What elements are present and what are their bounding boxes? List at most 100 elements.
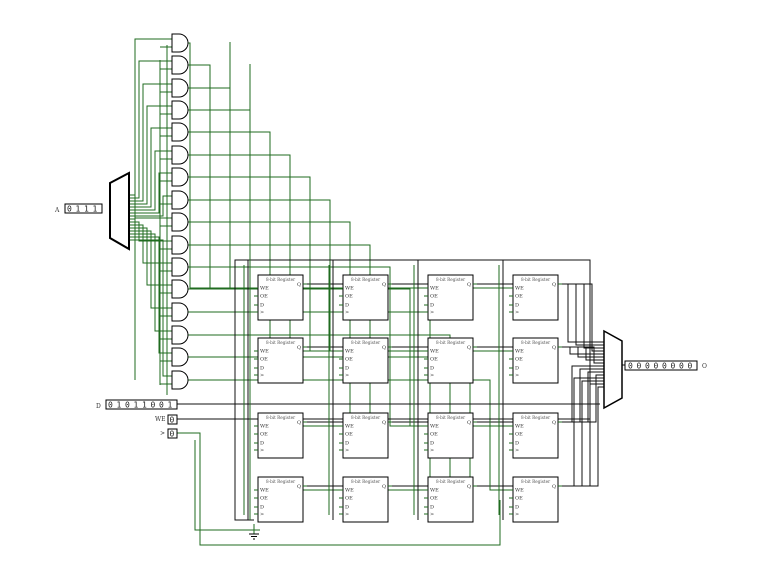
bit-value: 0: [637, 362, 642, 371]
bit-value: 0: [125, 401, 130, 410]
register-title: 8-bit Register: [351, 415, 380, 420]
wire: [562, 386, 604, 487]
register-pin-label: D: [345, 303, 349, 309]
and-gate-icon[interactable]: [171, 212, 189, 232]
and-gate-body: [171, 235, 189, 255]
bit-value: 1: [84, 205, 89, 214]
register-output-label: Q: [297, 345, 301, 351]
register-body: [342, 274, 389, 321]
register-pin-label: WE: [260, 286, 269, 292]
bit-value: 1: [76, 205, 81, 214]
register-pin-label: D: [345, 366, 349, 372]
and-gate-body: [171, 370, 189, 390]
wire: [392, 283, 604, 346]
bit-value: 0: [662, 362, 667, 371]
register-pin-label: >: [515, 373, 519, 379]
register-body: [342, 337, 389, 384]
and-gate-body: [171, 100, 189, 120]
register-body: [512, 476, 559, 523]
register-pin-label: >: [345, 448, 349, 454]
and-gate-body: [171, 33, 189, 53]
wire: [188, 154, 339, 352]
wire: [129, 150, 172, 211]
register-pin-label: WE: [260, 349, 269, 355]
register-title: 8-bit Register: [436, 415, 465, 420]
register-pin-label: WE: [515, 286, 524, 292]
bit-value: 1: [142, 401, 147, 410]
register-output-label: Q: [467, 420, 471, 426]
write-enable-bit: 0: [170, 416, 175, 425]
register-pin-label: WE: [515, 349, 524, 355]
wire: [392, 346, 604, 358]
and-gate-icon[interactable]: [171, 100, 189, 120]
register-pin-label: D: [430, 441, 434, 447]
register-pin-label: OE: [345, 357, 353, 363]
and-gate-icon[interactable]: [171, 370, 189, 390]
and-gate-icon[interactable]: [171, 78, 189, 98]
register-title: 8-bit Register: [521, 415, 550, 420]
wire: [188, 42, 254, 289]
and-gate-icon[interactable]: [171, 145, 189, 165]
and-gate-body: [171, 145, 189, 165]
and-gate-icon[interactable]: [171, 302, 189, 322]
bit-value: 1: [134, 401, 139, 410]
wire: [188, 109, 509, 289]
register-pin-label: >: [345, 373, 349, 379]
register-pin-label: D: [260, 366, 264, 372]
register-pin-label: >: [345, 310, 349, 316]
register-body: [257, 274, 304, 321]
and-gate-column: [171, 33, 189, 390]
wire: [129, 172, 172, 214]
and-gate-icon[interactable]: [171, 167, 189, 187]
and-gate-icon[interactable]: [171, 279, 189, 299]
and-gate-icon[interactable]: [171, 33, 189, 53]
data-input-label: D: [96, 403, 101, 410]
register-pin-label: D: [345, 441, 349, 447]
and-gate-icon[interactable]: [171, 55, 189, 75]
wire: [188, 199, 509, 352]
and-gate-icon[interactable]: [171, 190, 189, 210]
and-gate-icon[interactable]: [171, 257, 189, 277]
multiplexer-icon[interactable]: [603, 329, 623, 410]
register-pin-label: D: [430, 366, 434, 372]
wire: [188, 311, 431, 491]
bit-value: 1: [168, 401, 173, 410]
register-pin-label: OE: [430, 432, 438, 438]
register-pin-label: OE: [345, 496, 353, 502]
register-pin-label: >: [260, 512, 264, 518]
register-body: [427, 412, 474, 459]
wire: [188, 334, 451, 491]
register-pin-label: D: [345, 505, 349, 511]
clock-input-pin[interactable]: > 0: [160, 428, 178, 439]
write-enable-input-pin[interactable]: WE 0: [155, 414, 178, 425]
and-gate-icon[interactable]: [171, 122, 189, 142]
address-input-label: A: [54, 207, 60, 214]
register-pin-label: >: [515, 448, 519, 454]
register-pin-label: WE: [345, 424, 354, 430]
register-pin-label: D: [515, 505, 519, 511]
demultiplexer-icon[interactable]: [109, 171, 130, 251]
and-gate-icon[interactable]: [171, 235, 189, 255]
and-gate-icon[interactable]: [171, 347, 189, 367]
and-gate-icon[interactable]: [171, 325, 189, 345]
register-title: 8-bit Register: [266, 340, 295, 345]
wire: [129, 224, 172, 264]
